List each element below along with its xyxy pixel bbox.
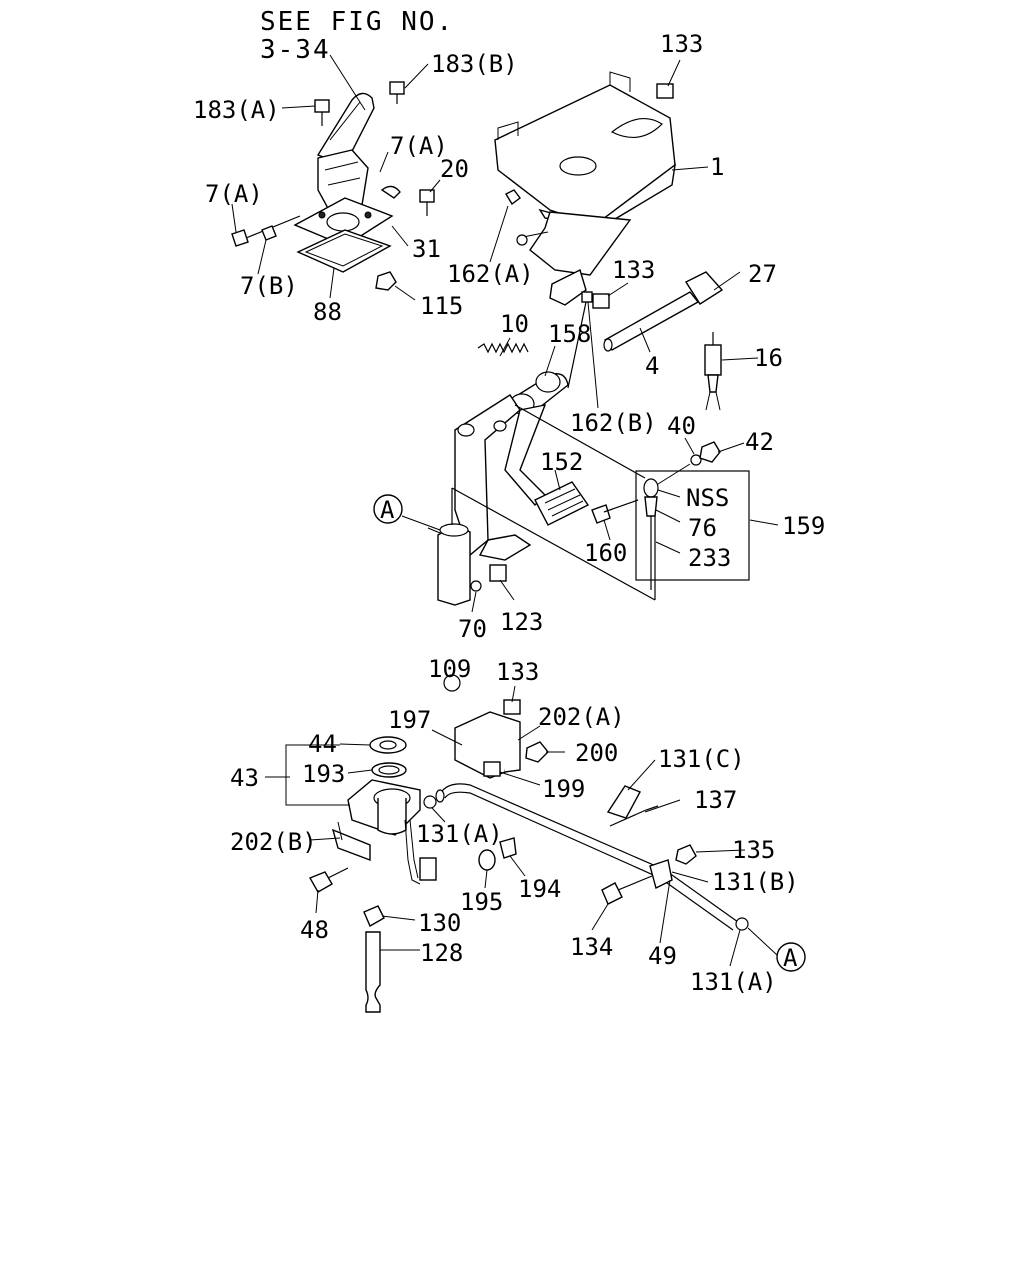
- label-115: 115: [420, 292, 463, 320]
- label-1: 1: [710, 153, 724, 181]
- master-cylinder: [427, 523, 507, 606]
- label-195: 195: [460, 888, 503, 916]
- bolt-133-top: [656, 83, 674, 99]
- label-49: 49: [648, 942, 677, 970]
- label-128: 128: [420, 939, 463, 967]
- pedal-shaft: [603, 271, 724, 352]
- label-27: 27: [748, 260, 777, 288]
- part-labels: 183(B) 183(A) 7(A) 20 7(A) 31 7(B) 88 11…: [193, 30, 825, 996]
- push-rod-assembly: [451, 404, 750, 601]
- label-199: 199: [542, 775, 585, 803]
- clip-131a-upper: [423, 795, 437, 809]
- label-137: 137: [694, 786, 737, 814]
- label-152: 152: [540, 448, 583, 476]
- label-31: 31: [412, 235, 441, 263]
- bolt-162b: [581, 291, 593, 303]
- nut-200: [525, 741, 549, 763]
- leader-lines: [231, 54, 779, 967]
- shift-lever-assembly: [231, 81, 435, 291]
- svg-text:A: A: [380, 496, 395, 524]
- label-134: 134: [570, 933, 613, 961]
- clip-131a-lower: [735, 917, 749, 931]
- label-44: 44: [308, 730, 337, 758]
- figure-reference-line2: 3-34: [260, 35, 331, 65]
- label-202b: 202(B): [230, 828, 317, 856]
- label-20: 20: [440, 155, 469, 183]
- label-133-mid: 133: [612, 256, 655, 284]
- label-158: 158: [548, 320, 591, 348]
- clip-131c: [606, 785, 641, 819]
- label-200: 200: [575, 739, 618, 767]
- hose-128: [365, 931, 381, 1013]
- label-160: 160: [584, 539, 627, 567]
- label-135: 135: [732, 836, 775, 864]
- label-7a-upper: 7(A): [390, 132, 448, 160]
- label-nss: NSS: [686, 484, 729, 512]
- label-109: 109: [428, 655, 471, 683]
- return-spring: [477, 342, 529, 354]
- label-133-lower: 133: [496, 658, 539, 686]
- label-131a-upper: 131(A): [416, 820, 503, 848]
- label-131b: 131(B): [712, 868, 799, 896]
- label-48: 48: [300, 916, 329, 944]
- nut-42: [699, 441, 721, 463]
- label-42: 42: [745, 428, 774, 456]
- label-183b: 183(B): [431, 50, 518, 78]
- label-70: 70: [458, 615, 487, 643]
- bolt-134: [601, 882, 623, 905]
- label-131a-lower: 131(A): [690, 968, 777, 996]
- label-10: 10: [500, 310, 529, 338]
- label-123: 123: [500, 608, 543, 636]
- nut-135: [675, 844, 697, 865]
- label-197: 197: [388, 706, 431, 734]
- clamp-130: [363, 905, 385, 927]
- label-162a: 162(A): [447, 260, 534, 288]
- label-233: 233: [688, 544, 731, 572]
- label-16: 16: [754, 344, 783, 372]
- bolt-160: [591, 504, 611, 524]
- label-162b: 162(B): [570, 409, 657, 437]
- clutch-pedal: [454, 371, 590, 561]
- label-131c: 131(C): [658, 745, 745, 773]
- label-193: 193: [302, 760, 345, 788]
- stop-light-switch: [704, 332, 722, 411]
- bolt-133-mid: [592, 293, 610, 309]
- label-194: 194: [518, 875, 561, 903]
- svg-text:A: A: [783, 944, 798, 972]
- label-183a: 183(A): [193, 96, 280, 124]
- reference-marker-a-lower: A: [776, 942, 806, 972]
- pedal-bracket: [494, 71, 676, 306]
- bolt-48: [308, 871, 333, 893]
- label-76: 76: [688, 514, 717, 542]
- label-133-top: 133: [660, 30, 703, 58]
- label-202a: 202(A): [538, 703, 625, 731]
- reference-marker-a-upper: A: [373, 494, 403, 524]
- label-4: 4: [645, 352, 659, 380]
- label-43: 43: [230, 764, 259, 792]
- figure-reference-line1: SEE FIG NO.: [260, 7, 454, 37]
- clutch-pipe: [435, 783, 739, 931]
- grommet-194: [499, 837, 517, 859]
- washer-40: [690, 454, 702, 466]
- reservoir-assembly: [331, 736, 437, 885]
- label-40: 40: [667, 412, 696, 440]
- label-159: 159: [782, 512, 825, 540]
- label-88: 88: [313, 298, 342, 326]
- label-130: 130: [418, 909, 461, 937]
- grommet-195: [478, 849, 496, 871]
- nut-162a: [505, 189, 521, 206]
- label-7a-left: 7(A): [205, 180, 263, 208]
- label-7b: 7(B): [240, 272, 298, 300]
- bracket-197: [443, 674, 521, 779]
- pin-137: [609, 805, 659, 827]
